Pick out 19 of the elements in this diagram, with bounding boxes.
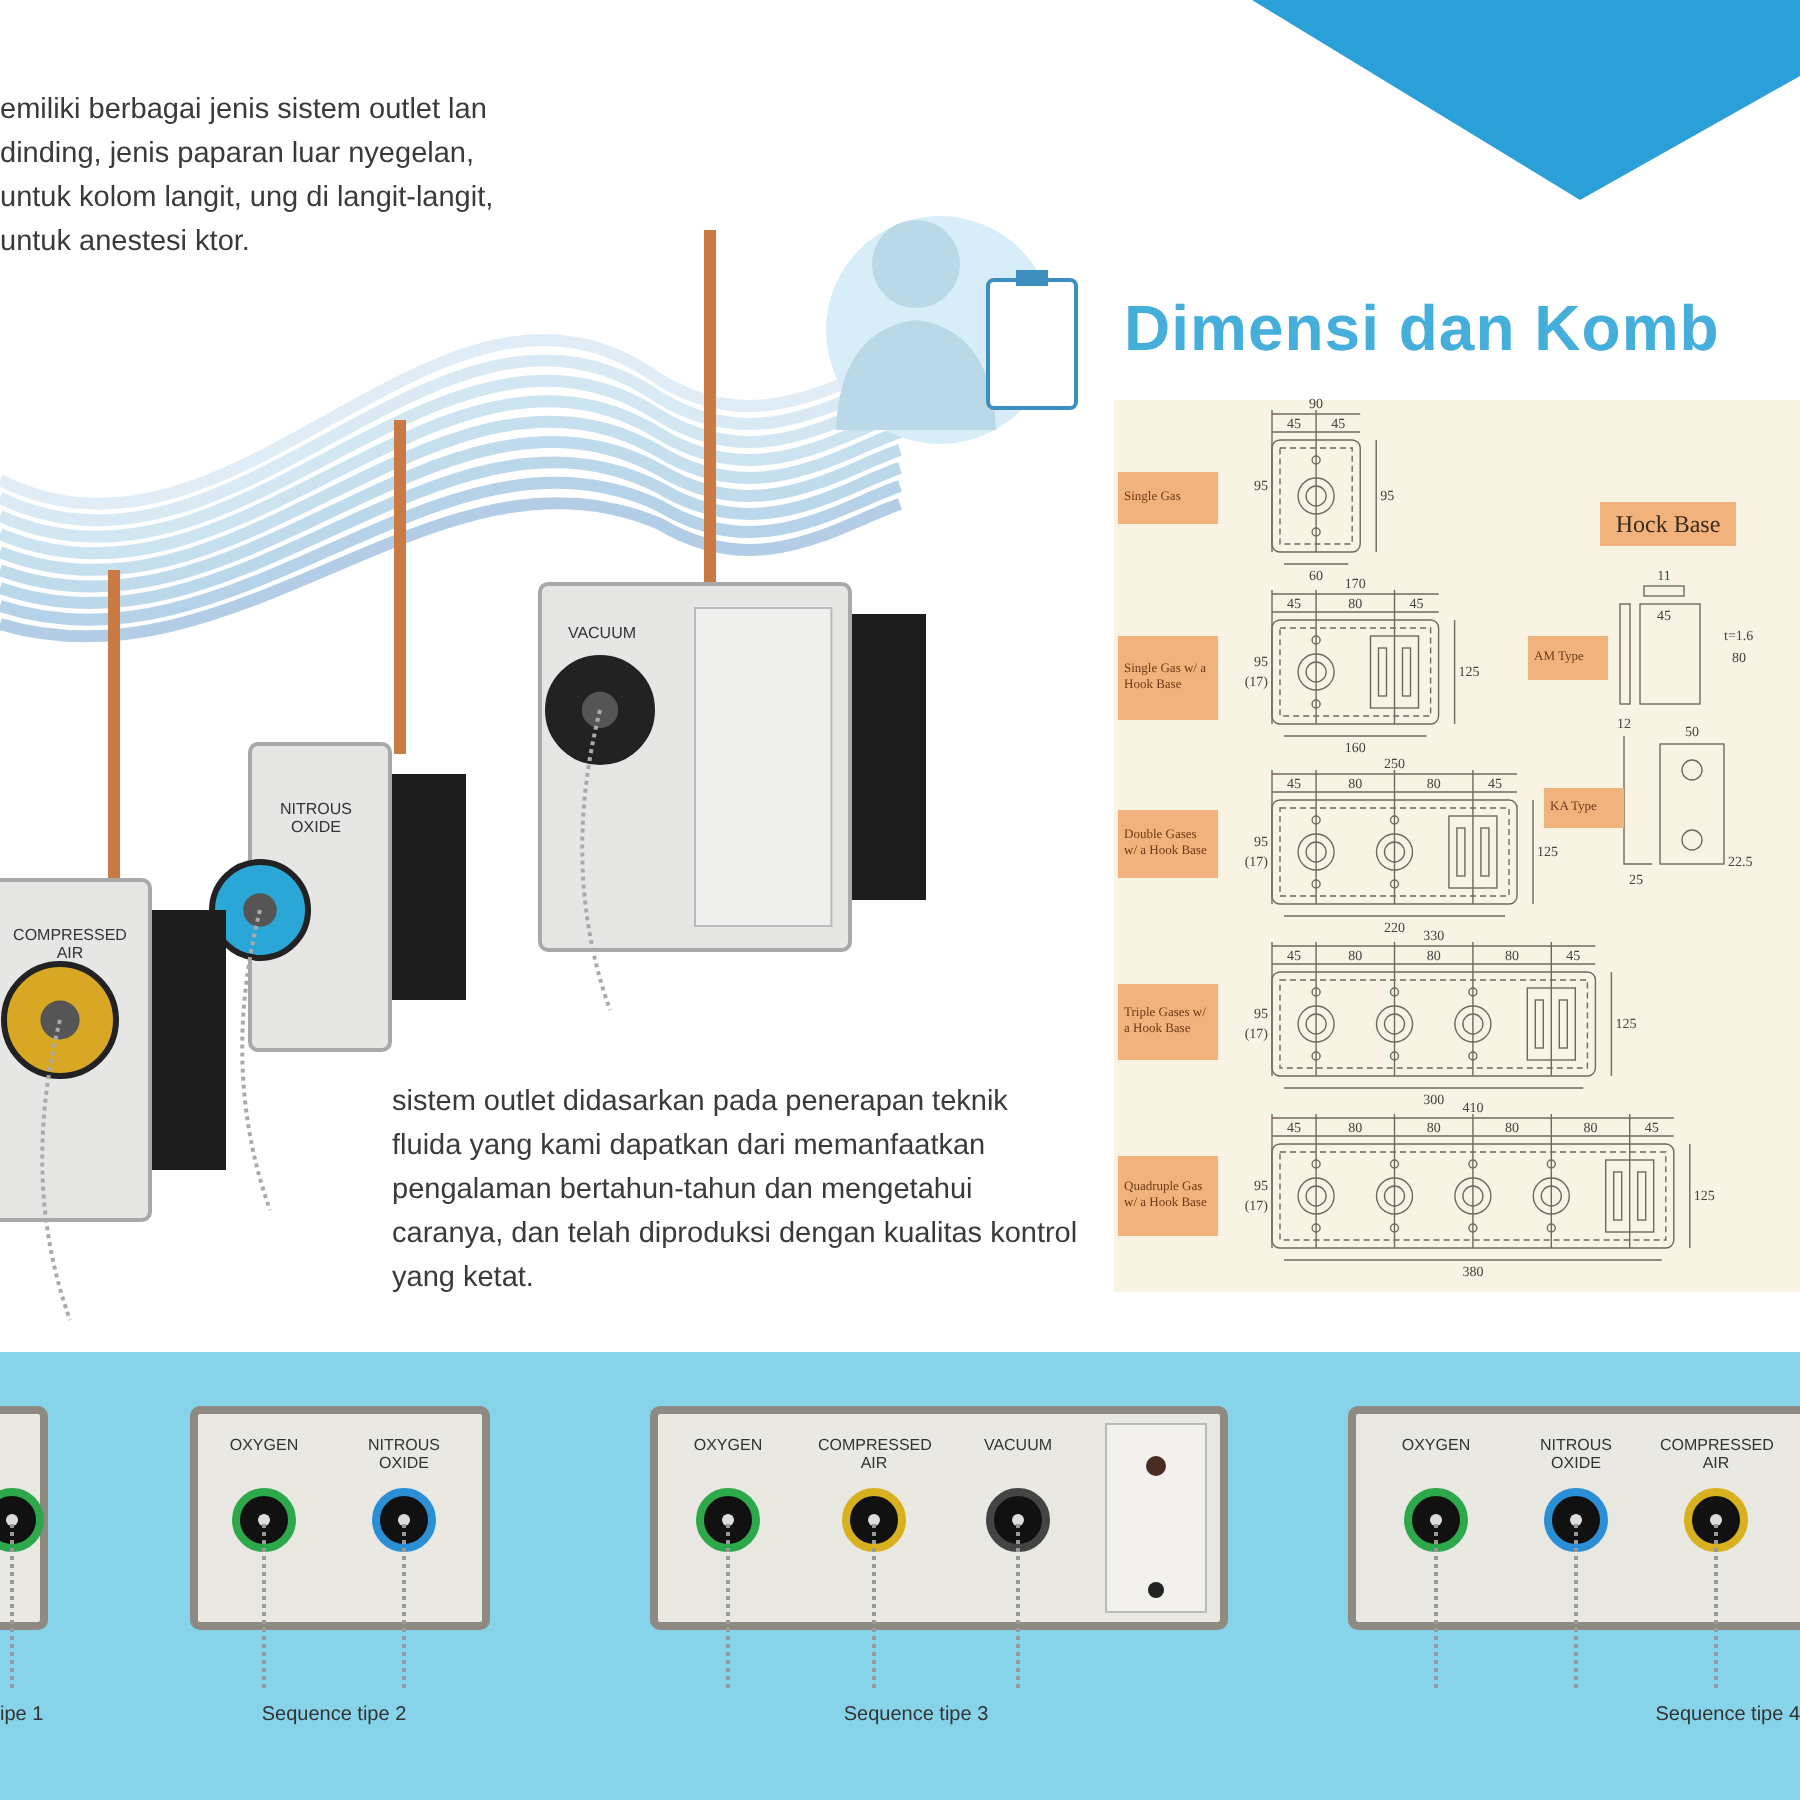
panel-label: NITROUS OXIDE bbox=[278, 800, 354, 836]
tag-label: Hock Base bbox=[1600, 502, 1736, 546]
panel-caption: Sequence tipe 3 bbox=[841, 1704, 991, 1726]
panel-label: NITROUS OXIDE bbox=[1538, 1436, 1614, 1472]
panel-label: OXYGEN bbox=[1399, 1436, 1473, 1454]
panel-label: VACUUM bbox=[565, 624, 639, 642]
section-title: Dimensi dan Komb bbox=[1124, 292, 1720, 366]
panel-label: VACUUM bbox=[981, 1436, 1055, 1454]
body-text: emiliki berbagai jenis sistem outlet lan dinding, jenis paparan luar nyegelan, untuk kolom langit, ung di langit-langit, untuk anestesi ktor. bbox=[0, 92, 496, 262]
panel-label: OXYGEN bbox=[227, 1436, 301, 1454]
panel-caption: Sequence tipe 4 bbox=[1653, 1704, 1800, 1726]
panel-caption: ipe 1 bbox=[0, 1704, 46, 1726]
panel-label: NITROUS OXIDE bbox=[366, 1436, 442, 1472]
panel-label: COMPRESSED AIR bbox=[11, 926, 129, 962]
panel-label: COMPRESSED AIR bbox=[1660, 1436, 1772, 1472]
body-text: sistem outlet didasarkan pada penerapan teknik fluida yang kami dapatkan dari memanfaatkan pengalaman bertahun-tahun dan mengetahui caranya, dan telah diproduksi dengan kualitas kontrol yang ketat. bbox=[392, 1084, 1080, 1298]
panel-label: COMPRESSED AIR bbox=[818, 1436, 930, 1472]
panel-caption: Sequence tipe 2 bbox=[259, 1704, 409, 1726]
panel-label: OXYGEN bbox=[691, 1436, 765, 1454]
